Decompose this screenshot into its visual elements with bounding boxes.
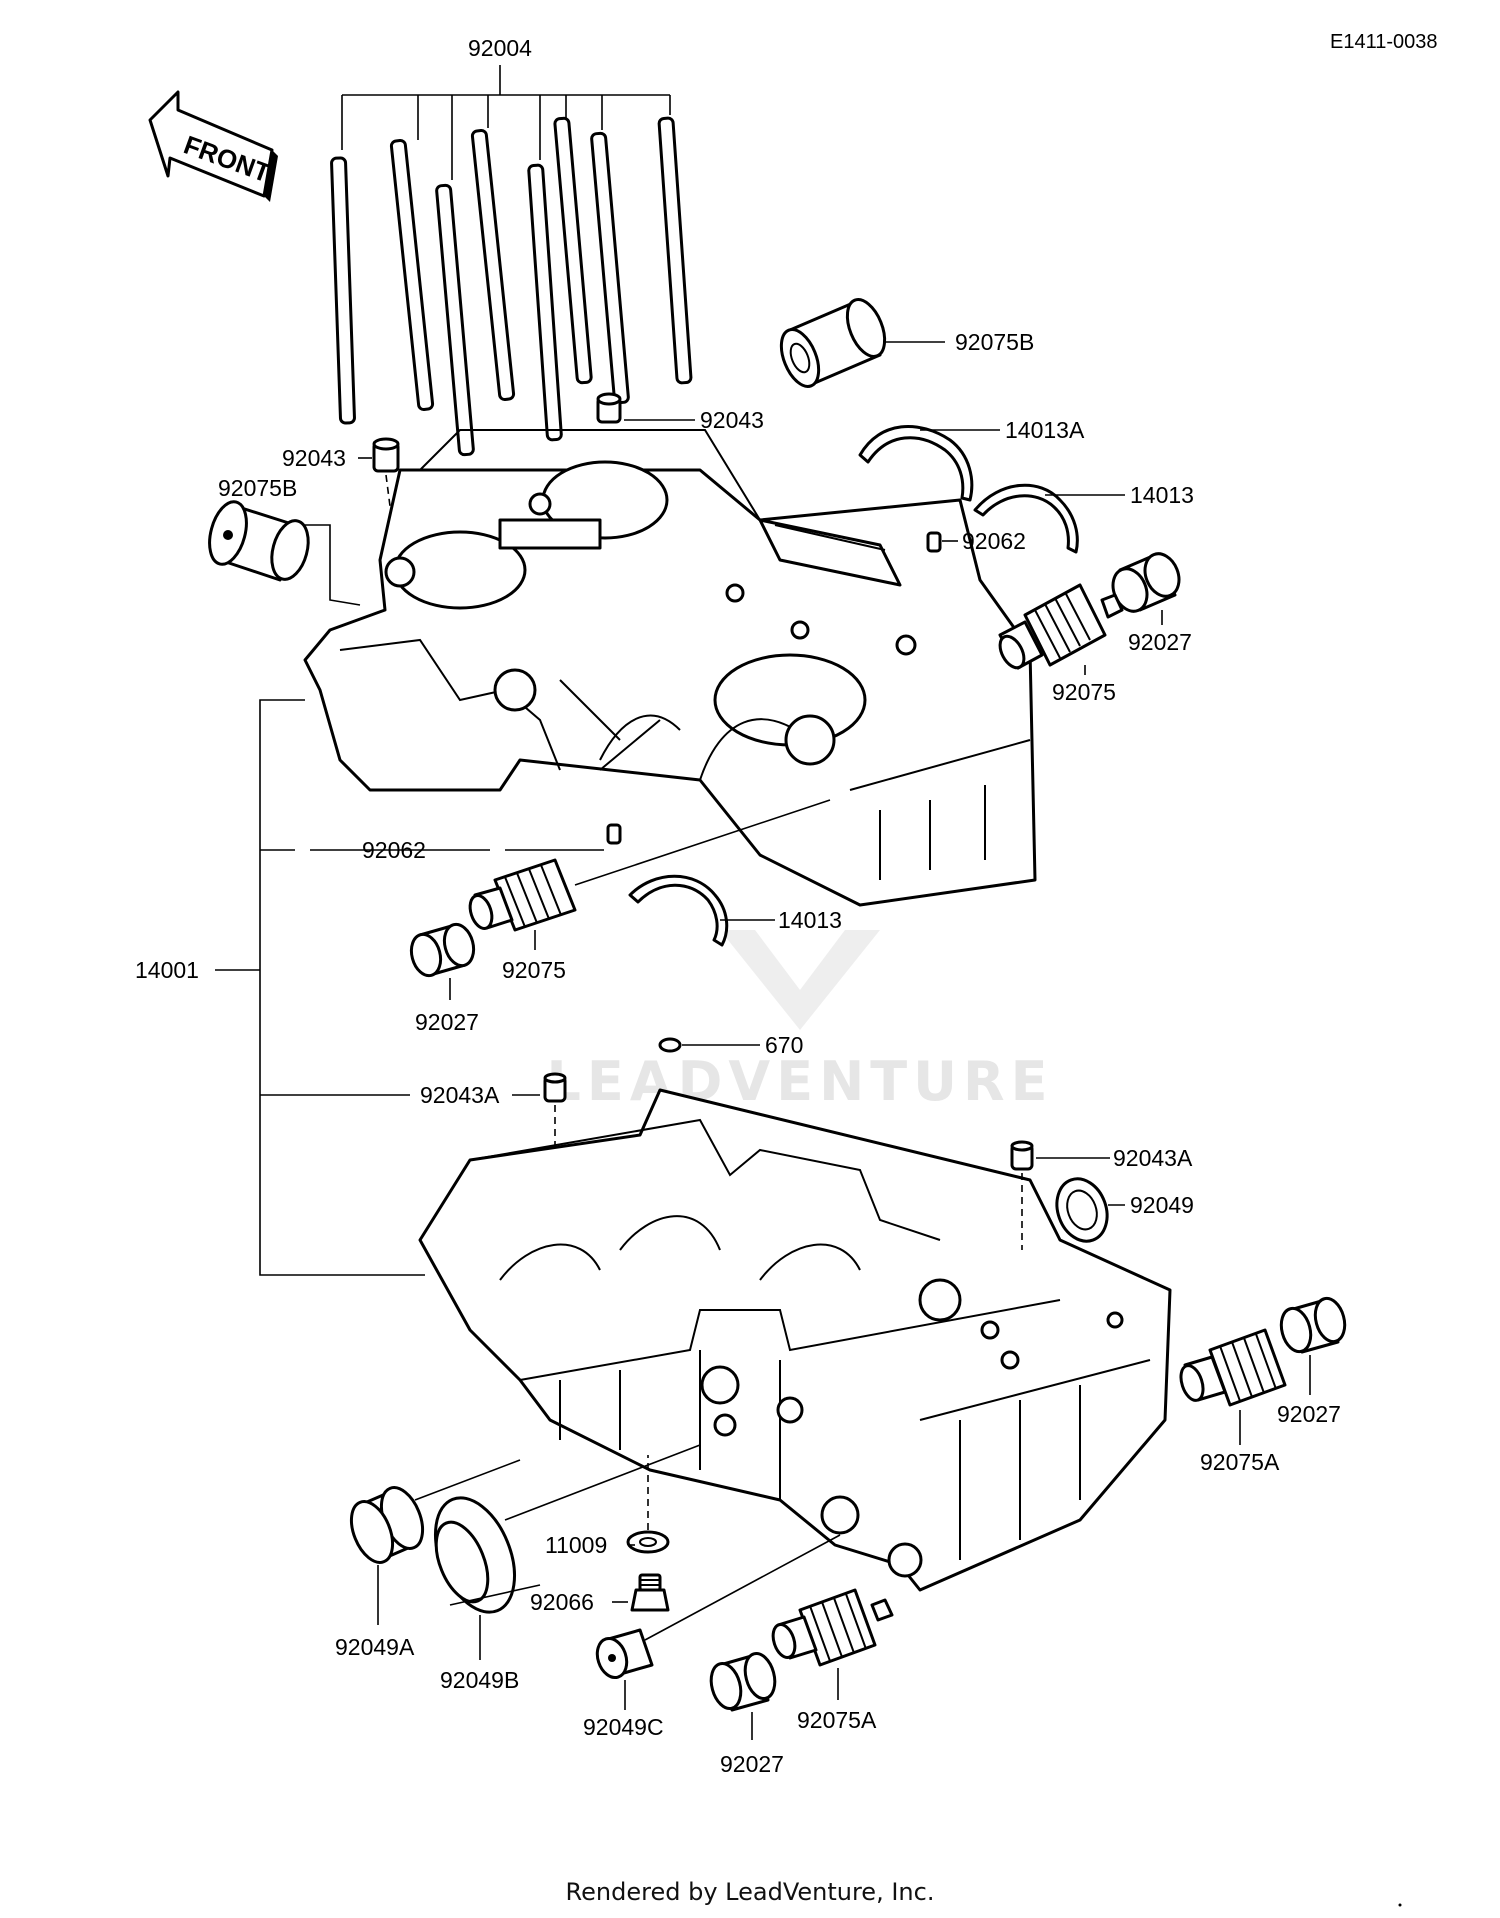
bearing-92075a-bottom xyxy=(771,1588,894,1667)
label-14013-right: 14013 xyxy=(1130,482,1194,508)
stud-8 xyxy=(657,116,693,385)
label-92043-upper-right: 92043 xyxy=(700,407,764,433)
footer-credit: Rendered by LeadVenture, Inc. xyxy=(566,1878,935,1906)
ring-92027-left-upper xyxy=(409,922,476,978)
dowel-92043-upper-right xyxy=(596,392,622,424)
watermark-text: LEADVENTURE xyxy=(547,1050,1054,1113)
label-92027-right-lower: 92027 xyxy=(1277,1401,1341,1427)
oil-seal-92049a xyxy=(349,1459,521,1564)
dowel-92043-upper-left xyxy=(372,437,400,473)
ring-92027-right-lower xyxy=(1279,1296,1347,1354)
stud-3 xyxy=(435,183,475,457)
label-92066: 92066 xyxy=(530,1589,594,1615)
stud-2 xyxy=(389,139,435,411)
ring-92027-right-upper xyxy=(1111,552,1181,613)
label-92027-right-upper: 92027 xyxy=(1128,629,1192,655)
oil-seal-92049b xyxy=(434,1444,701,1614)
bearing-92075-left-upper xyxy=(468,799,831,932)
label-92062-left: 92062 xyxy=(362,837,426,863)
label-92075a-bottom: 92075A xyxy=(797,1707,877,1733)
label-14013a: 14013A xyxy=(1005,417,1085,443)
label-92075-right-upper: 92075 xyxy=(1052,679,1116,705)
label-92075b-top: 92075B xyxy=(955,329,1034,355)
label-92049b: 92049B xyxy=(440,1667,519,1693)
label-14013-center: 14013 xyxy=(778,907,842,933)
label-92027-left-upper: 92027 xyxy=(415,1009,479,1035)
oil-seal-92049c xyxy=(595,1534,841,1680)
label-92075-left-upper: 92075 xyxy=(502,957,566,983)
label-92075b-left: 92075B xyxy=(218,475,297,501)
ring-92027-bottom xyxy=(709,1651,777,1712)
stud-1 xyxy=(330,156,356,425)
label-92049-right: 92049 xyxy=(1130,1192,1194,1218)
label-11009: 11009 xyxy=(545,1532,607,1558)
stud-6 xyxy=(553,116,593,385)
bearing-shell-14013a xyxy=(858,425,974,502)
dowel-pin-92062-right xyxy=(926,531,942,553)
stud-4 xyxy=(470,129,516,401)
stud-5 xyxy=(527,163,563,442)
stud-7 xyxy=(590,131,630,405)
label-92049a: 92049A xyxy=(335,1634,415,1660)
dowel-92043a-lower-right xyxy=(1010,1140,1034,1171)
label-14001: 14001 xyxy=(135,957,199,983)
gasket-11009 xyxy=(626,1530,670,1554)
diagram-code: E1411-0038 xyxy=(1330,31,1438,53)
label-92043a-lower-left: 92043A xyxy=(420,1082,500,1108)
watermark: LEADVENTURE xyxy=(547,930,1054,1113)
bearing-92075a-right-lower xyxy=(1179,1328,1287,1407)
label-92049c: 92049C xyxy=(583,1714,664,1740)
drain-plug-92066 xyxy=(630,1573,670,1612)
bearing-92075-right-upper xyxy=(998,583,1124,670)
dowel-92043a-lower-left xyxy=(543,1072,567,1103)
label-670: 670 xyxy=(765,1032,803,1058)
bearing-shell-14013-center xyxy=(628,874,729,947)
footer-dot xyxy=(1398,1903,1402,1907)
label-92027-bottom: 92027 xyxy=(720,1751,784,1777)
studs-group xyxy=(330,65,693,457)
bushing-92075b-top xyxy=(779,298,887,388)
lower-crankcase-half xyxy=(418,1088,1172,1592)
label-92075a-right-lower: 92075A xyxy=(1200,1449,1280,1475)
label-92062-right: 92062 xyxy=(962,528,1026,554)
front-arrow-icon: FRONT xyxy=(148,90,278,202)
bushing-92075b-left xyxy=(208,500,310,582)
dowel-pin-92062-left xyxy=(606,823,622,845)
oring-670 xyxy=(658,1037,682,1053)
label-92043-upper-left: 92043 xyxy=(282,445,346,471)
oil-seal-92049-right xyxy=(1055,1177,1109,1243)
bearing-shell-14013-right xyxy=(973,483,1079,554)
upper-crankcase-half xyxy=(303,429,1037,907)
crankcase-assy-bracket xyxy=(215,699,425,1276)
label-92043a-lower-right: 92043A xyxy=(1113,1145,1193,1171)
label-92004: 92004 xyxy=(468,35,532,61)
